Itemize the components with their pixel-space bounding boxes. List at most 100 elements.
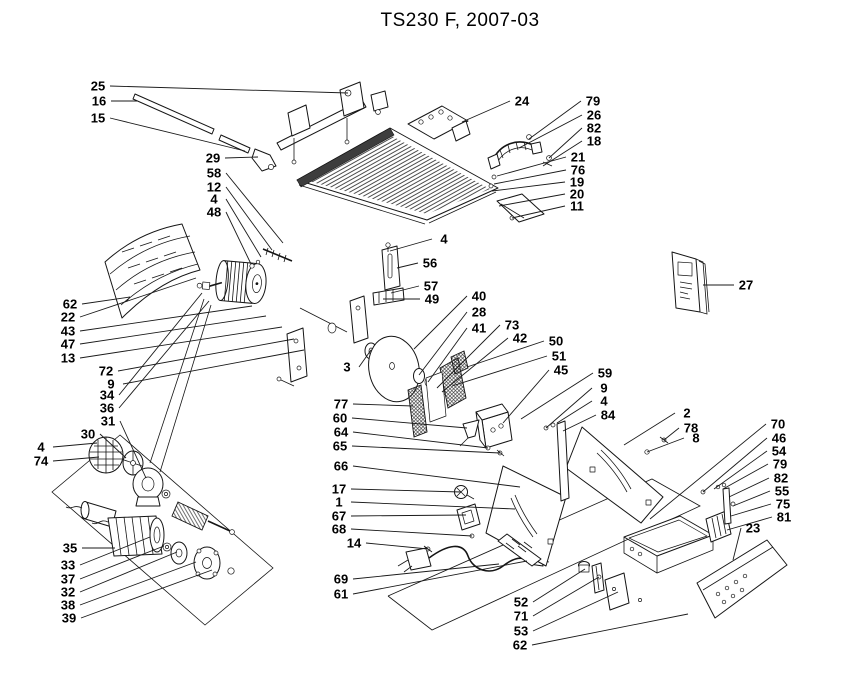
callout-18: 18 — [587, 134, 601, 149]
leader-line-29 — [224, 156, 259, 159]
stator — [91, 515, 165, 557]
callout-71: 71 — [514, 609, 528, 624]
callout-79: 79 — [586, 94, 600, 109]
leader-line-57 — [390, 285, 420, 294]
rotor — [161, 489, 235, 535]
callout-59: 59 — [598, 366, 612, 381]
water-tray — [623, 515, 714, 574]
leader-line-34 — [118, 292, 203, 396]
callout-28: 28 — [472, 305, 486, 320]
capacitor — [65, 501, 117, 528]
leader-line-4 — [556, 400, 593, 424]
leader-line-28 — [418, 311, 468, 376]
carry-handle — [487, 134, 553, 170]
guide-rails — [132, 93, 277, 172]
leader-line-75 — [730, 503, 772, 517]
leader-line-82 — [728, 477, 770, 498]
leader-line-42 — [441, 337, 509, 393]
callout-75: 75 — [776, 497, 790, 512]
callout-62: 62 — [513, 638, 527, 653]
leg-channel — [578, 561, 642, 611]
callout-58: 58 — [207, 166, 221, 181]
callout-67: 67 — [332, 509, 346, 524]
leader-line-13 — [79, 326, 283, 359]
leader-line-69 — [352, 563, 500, 580]
motor-assembly — [196, 260, 267, 305]
water-pump — [475, 403, 513, 449]
leader-line-73 — [436, 324, 501, 389]
leader-line-12 — [225, 186, 273, 251]
leader-line-26 — [518, 114, 583, 149]
callout-25: 25 — [91, 79, 105, 94]
leader-line-33 — [79, 536, 151, 566]
callout-27: 27 — [739, 278, 753, 293]
leader-line-78 — [663, 427, 680, 441]
callout-46: 46 — [772, 431, 786, 446]
motor-end-housing — [132, 467, 164, 507]
callout-79: 79 — [773, 457, 787, 472]
callout-52: 52 — [514, 595, 528, 610]
leader-line-62 — [531, 613, 689, 646]
leader-line-54 — [713, 450, 768, 490]
callout-61: 61 — [334, 587, 348, 602]
callout-31: 31 — [101, 414, 115, 429]
callout-55: 55 — [775, 484, 789, 499]
leader-line-38 — [79, 561, 197, 606]
leader-line-15 — [109, 117, 246, 152]
leader-line-2 — [623, 412, 676, 446]
leader-line-22 — [79, 277, 197, 318]
callout-50: 50 — [549, 334, 563, 349]
callout-78: 78 — [684, 421, 698, 436]
callout-12: 12 — [207, 180, 221, 195]
callout-4: 4 — [37, 440, 45, 455]
side-cover — [696, 539, 788, 619]
leader-line-82 — [548, 127, 583, 159]
callout-72: 72 — [99, 364, 113, 379]
leader-line-74 — [52, 456, 100, 462]
bearing — [162, 542, 172, 552]
callout-4: 4 — [440, 232, 448, 247]
motor-end-bell — [193, 546, 221, 580]
leader-line-39 — [80, 569, 213, 619]
leader-line-53 — [532, 591, 619, 632]
leader-line-8 — [646, 437, 685, 453]
callout-33: 33 — [61, 558, 75, 573]
callout-41: 41 — [472, 321, 486, 336]
leader-line-4 — [225, 198, 262, 258]
leader-line-68 — [350, 528, 473, 537]
callout-73: 73 — [505, 318, 519, 333]
callout-40: 40 — [472, 289, 486, 304]
leader-line-76 — [493, 169, 567, 185]
callout-14: 14 — [347, 536, 362, 551]
callout-49: 49 — [425, 292, 439, 307]
leader-line-30 — [99, 433, 127, 459]
callout-82: 82 — [587, 121, 601, 136]
table-bracket — [407, 105, 471, 142]
leader-line-50 — [466, 340, 545, 368]
leader-line-37 — [79, 545, 165, 580]
callout-62: 62 — [63, 297, 77, 312]
power-switch — [456, 503, 481, 539]
callout-51: 51 — [552, 349, 566, 364]
callout-26: 26 — [587, 108, 601, 123]
leader-line-25 — [109, 85, 349, 94]
leader-line-48 — [225, 211, 252, 265]
callout-4: 4 — [600, 394, 608, 409]
leader-line-60 — [351, 417, 468, 429]
callout-11: 11 — [570, 199, 584, 214]
leader-line-14 — [365, 542, 429, 550]
leader-line-40 — [413, 295, 468, 350]
leader-line-19 — [491, 181, 566, 192]
leader-line-65 — [351, 445, 501, 454]
callout-81: 81 — [777, 510, 791, 525]
callout-29: 29 — [206, 151, 220, 166]
leader-line-72 — [117, 338, 295, 372]
leader-line-9 — [545, 387, 593, 429]
motor-exploded — [51, 298, 274, 626]
flange-plate — [170, 541, 188, 565]
manual-booklet — [671, 251, 710, 315]
leader-line-32 — [79, 551, 178, 593]
leader-line-81 — [726, 516, 773, 531]
callout-77: 77 — [334, 397, 348, 412]
leader-line-71 — [532, 576, 600, 617]
